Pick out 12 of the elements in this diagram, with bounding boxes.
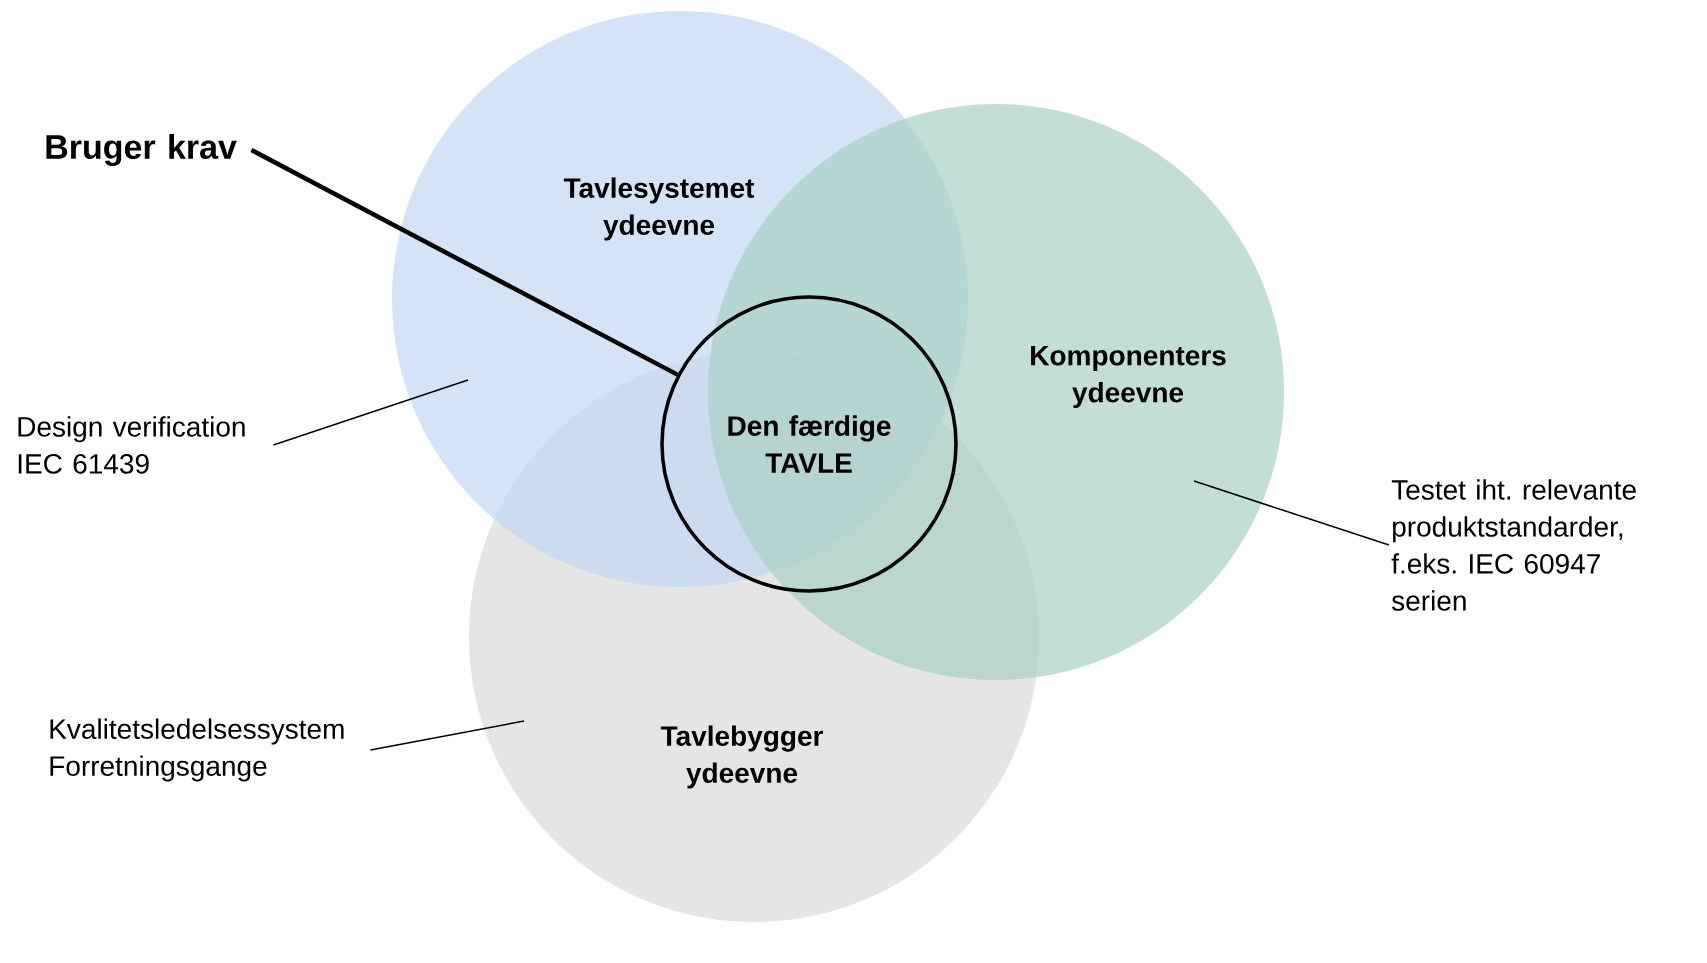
circle-label: Komponenters ydeevne [1031, 345, 1226, 409]
heading: Bruger krav [46, 134, 237, 166]
annotation-text: Kvalitetsledelsessystem Forretningsgange [50, 718, 344, 782]
leader-line [369, 720, 525, 751]
leader-line [1193, 480, 1390, 546]
circle-label: Tavlesystemet ydeevne [563, 177, 755, 241]
circle-label: Den færdige TAVLE [728, 415, 891, 473]
leader-line [272, 379, 469, 446]
annotation-text: Design verification IEC 61439 [18, 416, 245, 474]
circle-label: Tavlebygger ydeevne [660, 725, 824, 789]
leader-line [250, 148, 679, 377]
annotation-text: Testet iht. relevante produktstandarder, f.eks. IEC 60947 serien [1391, 479, 1636, 611]
